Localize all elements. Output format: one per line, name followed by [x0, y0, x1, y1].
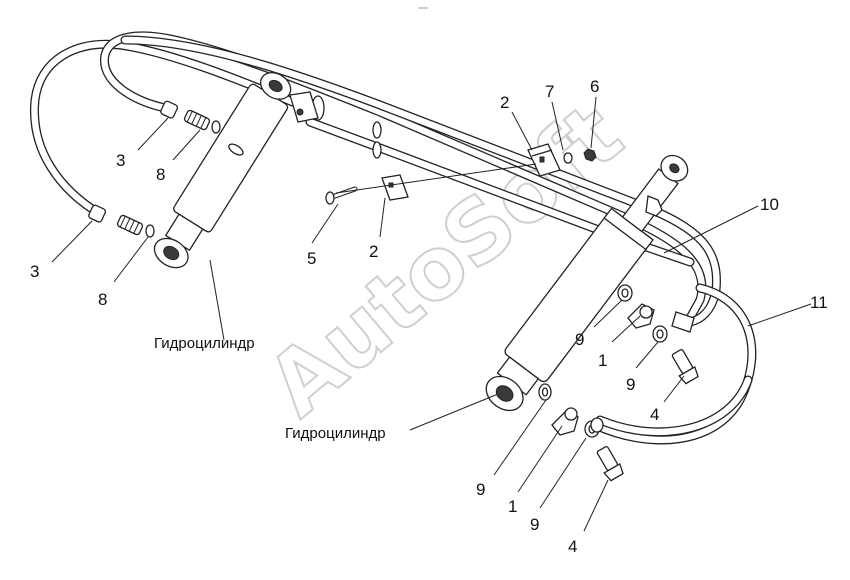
callout-6: 6: [590, 77, 599, 96]
callout-4-upper: 4: [650, 405, 659, 424]
callout-10: 10: [760, 195, 779, 214]
right-cylinder-end: [645, 195, 663, 217]
left-fittings: [88, 100, 221, 238]
callout-11: 11: [810, 293, 828, 312]
callout-2-upper: 2: [500, 93, 509, 112]
callout-labels: 2 7 6 3 8 5 2 10 3 8 11 9 1 9 4 9 1 9 4: [30, 77, 828, 556]
callout-9-b: 9: [626, 375, 635, 394]
leader-lines: [51, 96, 812, 532]
callout-8-lower: 8: [98, 290, 107, 309]
callout-1-lower: 1: [508, 497, 517, 516]
callout-1-upper: 1: [598, 351, 607, 370]
left-clamp: [289, 91, 319, 123]
callout-5: 5: [307, 249, 316, 268]
callout-3-lower: 3: [30, 262, 39, 281]
right-fittings: [538, 284, 699, 482]
caption-right-cylinder: Гидроцилиндр: [285, 425, 386, 442]
callout-3-upper: 3: [116, 151, 125, 170]
callout-9-a: 9: [575, 330, 584, 349]
callout-8-upper: 8: [156, 165, 165, 184]
right-cylinder: [485, 154, 689, 412]
caption-left-cylinder: Гидроцилиндр: [154, 335, 255, 352]
callout-7: 7: [545, 82, 554, 101]
callout-9-c: 9: [476, 480, 485, 499]
callout-4-lower: 4: [568, 537, 577, 556]
callout-9-d: 9: [530, 515, 539, 534]
callout-2-lower: 2: [369, 242, 378, 261]
left-cylinder: [153, 72, 292, 269]
